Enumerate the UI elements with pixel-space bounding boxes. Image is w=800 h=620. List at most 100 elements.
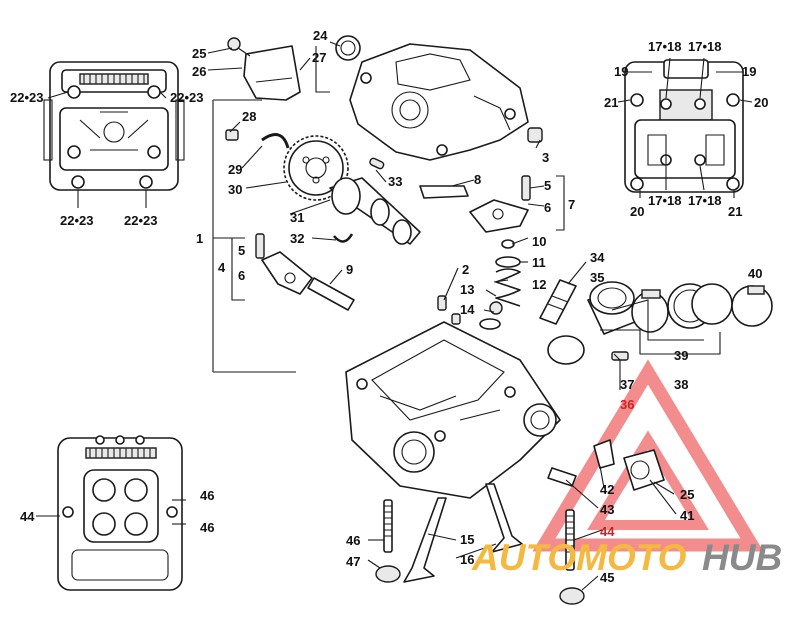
callout-25-bottom: 25 [680,487,694,502]
callout-39: 39 [674,348,688,363]
callout-15: 15 [460,532,474,547]
inset-head-bottom-view [624,59,744,193]
callout-43: 43 [600,502,614,517]
callout-16: 16 [460,552,474,567]
callout-35: 35 [590,270,604,285]
callout-36: 36 [620,397,634,412]
callout-32: 32 [290,231,304,246]
screw-37 [611,351,629,361]
cam-sprocket [283,135,349,201]
callout-26: 26 [192,64,206,79]
callout-22-23-bottom-left: 22•23 [60,213,93,228]
temp-sensor [593,439,615,469]
callout-17-18-bottom-right: 17•18 [688,193,721,208]
rocker-arm-exhaust [469,175,531,233]
camshaft [329,177,421,245]
valve-cover [349,43,529,161]
callout-22-23-top-right: 22•23 [170,90,203,105]
callout-labels: 1 2 3 4 5 5 6 6 7 8 9 10 11 12 13 14 15 … [10,28,768,585]
callout-44-left: 44 [20,509,35,524]
callout-20-right: 20 [754,95,768,110]
cap-seal [335,35,361,61]
callout-42: 42 [600,482,614,497]
callout-1: 1 [196,231,203,246]
callout-10: 10 [532,234,546,249]
callout-31: 31 [290,210,304,225]
callout-25-top: 25 [192,46,206,61]
callout-33: 33 [388,174,402,189]
callout-24: 24 [313,28,328,43]
callout-20-left: 20 [630,204,644,219]
watermark-text-hub: HUB [702,537,782,578]
callout-41: 41 [680,508,694,523]
callout-13: 13 [460,282,474,297]
stud-top [451,313,461,325]
callout-14: 14 [460,302,475,317]
thermostat-housing [623,449,665,491]
sender-43 [547,467,577,487]
callout-6-left: 6 [238,268,245,283]
cylinder-head [345,321,561,499]
callout-47: 47 [346,554,360,569]
dowel-pin [369,157,385,170]
callout-46-main: 46 [346,533,360,548]
leader-lines [36,41,753,591]
rocker-shaft-intake [307,277,355,311]
valve-spring-stack [479,239,521,330]
retaining-clip [261,133,290,149]
callout-6-right: 6 [544,200,551,215]
callout-11: 11 [532,255,546,270]
bolt-28 [225,129,239,141]
grommet [527,127,543,143]
callout-28: 28 [242,109,256,124]
callout-30: 30 [228,182,242,197]
callout-2: 2 [462,262,469,277]
callout-9: 9 [346,262,353,277]
callout-22-23-bottom-right: 22•23 [124,213,157,228]
callout-17-18-top-right: 17•18 [688,39,721,54]
watermark-triangle-outer [532,359,764,552]
intake-adapter [587,281,641,335]
callout-34: 34 [590,250,605,265]
callout-29: 29 [228,162,242,177]
callout-27: 27 [312,50,326,65]
callout-46-inset-bottom: 46 [200,520,214,535]
rocker-arm-intake [255,233,313,295]
callout-44-right: 44 [600,524,615,539]
callout-21-right: 21 [728,204,742,219]
callout-19-left: 19 [614,64,628,79]
o-ring-36 [547,335,585,365]
callout-5-left: 5 [238,243,245,258]
rocker-shaft-exhaust [419,185,469,199]
callout-12: 12 [532,277,546,292]
watermark-text-auto-moto: AUTOMOTO [471,537,687,578]
callout-22-23-top-left: 22•23 [10,90,43,105]
callout-21-left: 21 [604,95,618,110]
callout-8: 8 [474,172,481,187]
spark-plug [539,279,577,325]
callout-38: 38 [674,377,688,392]
callout-19-right: 19 [742,64,756,79]
callout-7: 7 [568,197,575,212]
watermark-text: AUTOMOTO HUB [471,537,782,578]
stud-46 [383,499,393,553]
callout-3: 3 [542,150,549,165]
callout-45: 45 [600,570,614,585]
callout-4: 4 [218,260,226,275]
callout-40: 40 [748,266,762,281]
watermark-triangle-inner [587,430,709,530]
nut-45 [559,587,585,605]
breather-cover [227,37,301,101]
callout-46-inset-top: 46 [200,488,214,503]
callout-37: 37 [620,377,634,392]
callout-17-18-bottom-left: 17•18 [648,193,681,208]
callout-5-right: 5 [544,178,551,193]
exhaust-valve [485,483,523,553]
intake-boot-clamps [631,283,773,333]
intake-valve [403,497,447,583]
nut-47 [375,565,401,583]
watermark-logo [532,359,764,552]
callout-17-18-top-left: 17•18 [648,39,681,54]
inset-head-top-view [43,61,185,191]
